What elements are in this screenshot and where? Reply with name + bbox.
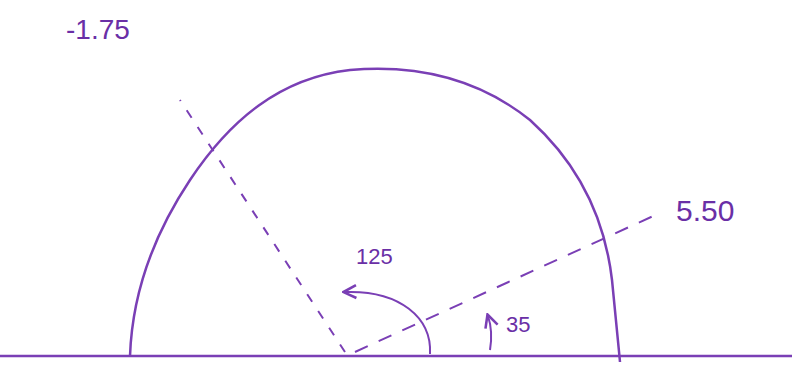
value-label: 5.50	[676, 196, 734, 226]
tangent-line	[180, 100, 345, 352]
value-label: -1.75	[66, 16, 130, 44]
angle-arrow	[488, 316, 491, 350]
baseline	[0, 355, 792, 358]
value-label: 125	[356, 246, 393, 268]
value-label: 35	[506, 314, 530, 336]
droplet-outline	[130, 69, 620, 362]
tangent-line	[355, 212, 662, 352]
angle-arrow	[345, 292, 430, 354]
